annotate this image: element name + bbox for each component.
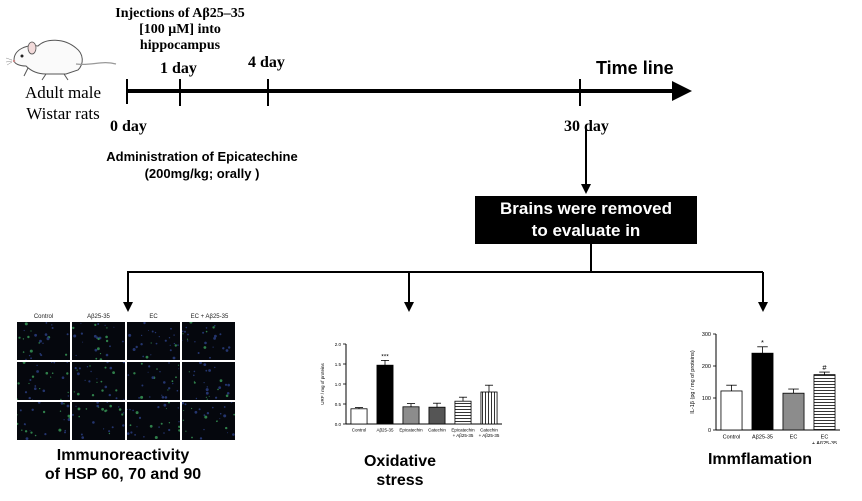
y-tick-label: 0 [708, 428, 711, 434]
oxidative-caption: Oxidative stress [340, 452, 460, 490]
immuno-col-header-1: Aβ25-35 [87, 314, 110, 320]
bar [454, 400, 472, 425]
y-tick-label: 200 [702, 364, 711, 370]
x-tick-label: + Aβ25-35 [453, 433, 474, 438]
bar [813, 374, 836, 431]
micrograph-tile [72, 361, 125, 400]
immuno-col-header-0: Control [33, 314, 54, 320]
micrograph-tile [127, 362, 180, 400]
branch-right-head [758, 302, 768, 312]
immuno-panel: Control Aβ25-35 EC EC + Aβ25-35 [16, 314, 237, 444]
immuno-caption-line1: Immunoreactivity [56, 447, 190, 464]
branch-mid-head [404, 302, 414, 312]
brains-box-line2: to evaluate in [531, 221, 641, 240]
micrograph-tile [72, 322, 125, 361]
rat-label-line2: Wistar rats [26, 104, 100, 123]
x-tick-label: Catechin [428, 428, 446, 433]
arrow-to-box-head [581, 184, 591, 194]
tick-label-0-day: 0 day [110, 118, 147, 135]
micrograph-tile [72, 401, 125, 440]
brains-removed-box: Brains were removed to evaluate in [475, 196, 697, 244]
micrograph-tile [126, 401, 181, 440]
y-tick-label: 1.0 [335, 382, 342, 387]
y-axis-label: IL-1β (pg / mg of proteins) [690, 350, 696, 414]
administration-line1: Administration of Epicatechine [106, 149, 298, 164]
y-tick-label: 300 [702, 332, 711, 338]
significance-mark: * [761, 338, 764, 347]
bar [402, 406, 420, 425]
significance-mark: # [822, 363, 827, 372]
x-tick-label: Epicatechin [451, 428, 475, 433]
x-tick-label: Control [352, 428, 367, 433]
rat-label-line1: Adult male [24, 83, 101, 102]
tick-label-1-day: 1 day [160, 60, 197, 77]
x-tick-label: Epicatechin [399, 428, 423, 433]
micrograph-tile [127, 321, 180, 360]
bar [376, 364, 394, 425]
injection-line3: hippocampus [139, 38, 221, 53]
x-tick-label: Catechin [480, 428, 498, 433]
brains-box-line1: Brains were removed [500, 199, 672, 218]
branch-left-head [123, 302, 133, 312]
micrograph-tile [17, 322, 70, 361]
x-tick-label: EC [790, 435, 798, 441]
injection-note: Injections of Aβ25–35 [100 μM] into hipp… [110, 6, 250, 54]
significance-mark: *** [381, 353, 389, 360]
timeline-title: Time line [596, 58, 674, 78]
micrograph-tile [16, 361, 70, 401]
rat-label: Adult male Wistar rats [18, 82, 108, 124]
bar [720, 390, 743, 431]
bar [350, 408, 368, 425]
x-tick-label: + Aβ25-35 [479, 433, 500, 438]
micrograph-tile [181, 320, 235, 360]
oxidative-caption-line1: Oxidative [363, 453, 437, 470]
micrograph-tile [181, 401, 236, 440]
inflammation-caption: Immflamation [707, 451, 812, 468]
tick-label-4-day: 4 day [248, 54, 285, 71]
y-tick-label: 100 [702, 396, 711, 402]
y-tick-label: 0.5 [335, 402, 342, 407]
y-axis-label: URF / mg of proteins [320, 362, 325, 404]
y-tick-label: 2.0 [335, 342, 342, 347]
y-tick-label: 1.5 [335, 362, 342, 367]
bar [782, 392, 805, 431]
micrograph-tile [16, 401, 71, 440]
immuno-col-header-3: EC + Aβ25-35 [190, 314, 229, 320]
x-tick-label: + Aβ25-35 [812, 441, 837, 444]
bar [480, 391, 498, 425]
bar [751, 352, 774, 431]
x-tick-label: Aβ25-35 [752, 435, 773, 441]
immuno-col-header-2: EC [149, 314, 158, 320]
administration-note: Administration of Epicatechine (200mg/kg… [92, 148, 312, 182]
immuno-caption-line2: of HSP 60, 70 and 90 [44, 466, 202, 483]
y-tick-label: 0.0 [335, 422, 342, 427]
timeline-arrowhead [672, 81, 692, 101]
x-tick-label: Aβ25-35 [376, 428, 394, 433]
x-tick-label: EC [821, 435, 829, 441]
bar [428, 406, 446, 425]
oxidative-caption-line2: stress [376, 472, 424, 489]
rat-illustration [6, 39, 117, 81]
injection-line2: [100 μM] into [139, 22, 221, 37]
injection-line1: Injections of Aβ25–35 [115, 6, 245, 21]
x-tick-label: Control [723, 435, 741, 441]
administration-line2: (200mg/kg; orally ) [144, 166, 260, 181]
immuno-caption: Immunoreactivity of HSP 60, 70 and 90 [0, 446, 246, 484]
tick-label-30-day: 30 day [564, 118, 609, 135]
micrograph-tile [182, 361, 235, 400]
